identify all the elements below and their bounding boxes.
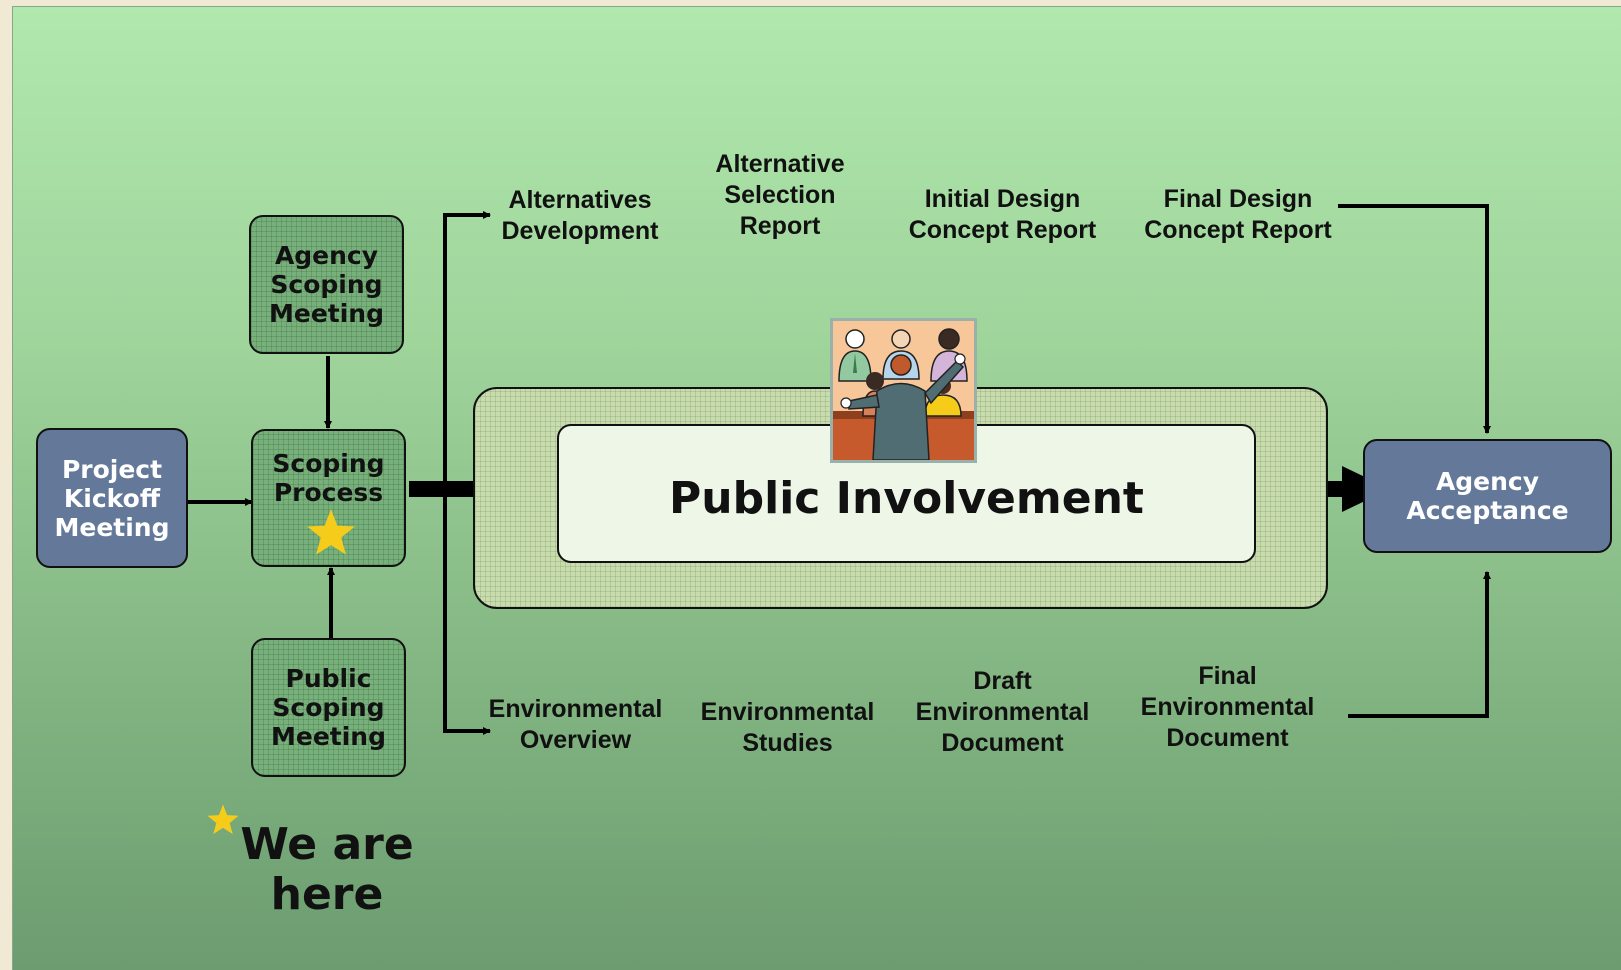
arrow-final-design-to-acceptance — [1338, 204, 1491, 434]
public-involvement-box: Public Involvement — [557, 424, 1256, 563]
final-design-concept-report-label: Final Design Concept Report — [1144, 185, 1332, 244]
public-scoping-meeting-label: Public Scoping Meeting — [270, 664, 386, 751]
we-are-here-label: We are here — [240, 819, 414, 920]
arrow-final-env-to-acceptance — [1348, 571, 1491, 718]
star-icon — [307, 509, 355, 555]
big-arrow-to-acceptance — [1279, 466, 1390, 512]
agency-acceptance-label: Agency Acceptance — [1406, 467, 1569, 525]
scoping-process-box: Scoping Process — [251, 429, 406, 567]
agency-acceptance-box: Agency Acceptance — [1363, 439, 1612, 553]
alternatives-development-label: Alternatives Development — [501, 186, 659, 245]
final-environmental-document-label: Final Environmental Document — [1140, 662, 1315, 752]
project-kickoff-box: Project Kickoff Meeting — [36, 428, 188, 568]
meeting-people-clipart — [830, 318, 977, 463]
alternative-selection-report-label: Alternative Selection Report — [715, 150, 845, 240]
public-involvement-title: Public Involvement — [669, 473, 1144, 524]
scoping-process-label: Scoping Process — [272, 449, 385, 507]
public-scoping-meeting-box: Public Scoping Meeting — [251, 638, 406, 777]
star-icon — [207, 804, 239, 835]
draft-environmental-document-label: Draft Environmental Document — [915, 667, 1090, 757]
environmental-studies-label: Environmental Studies — [700, 698, 875, 757]
initial-design-concept-report-label: Initial Design Concept Report — [908, 185, 1097, 244]
agency-scoping-meeting-box: Agency Scoping Meeting — [249, 215, 404, 354]
agency-scoping-meeting-label: Agency Scoping Meeting — [268, 241, 384, 328]
project-kickoff-label: Project Kickoff Meeting — [54, 454, 170, 542]
environmental-overview-label: Environmental Overview — [488, 695, 663, 754]
